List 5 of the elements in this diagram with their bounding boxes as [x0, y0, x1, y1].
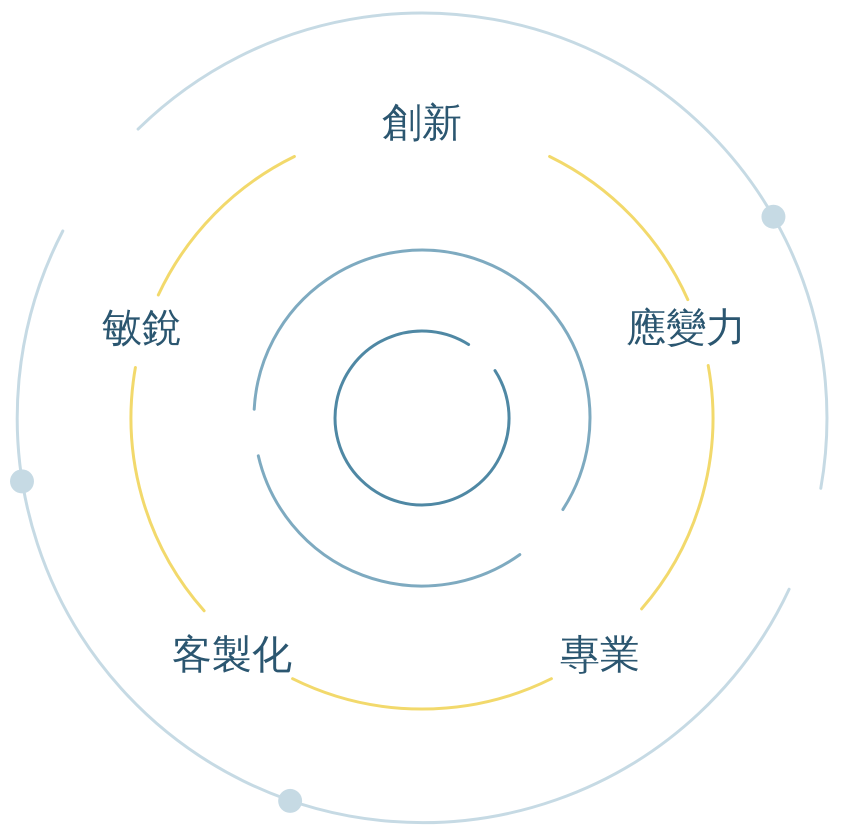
- keyword-label: 專業: [560, 633, 640, 677]
- keyword-label: 客製化: [172, 633, 292, 677]
- keyword-label: 應變力: [626, 306, 746, 350]
- keyword-label: 創新: [382, 101, 462, 145]
- keyword-label: 敏銳: [102, 306, 182, 350]
